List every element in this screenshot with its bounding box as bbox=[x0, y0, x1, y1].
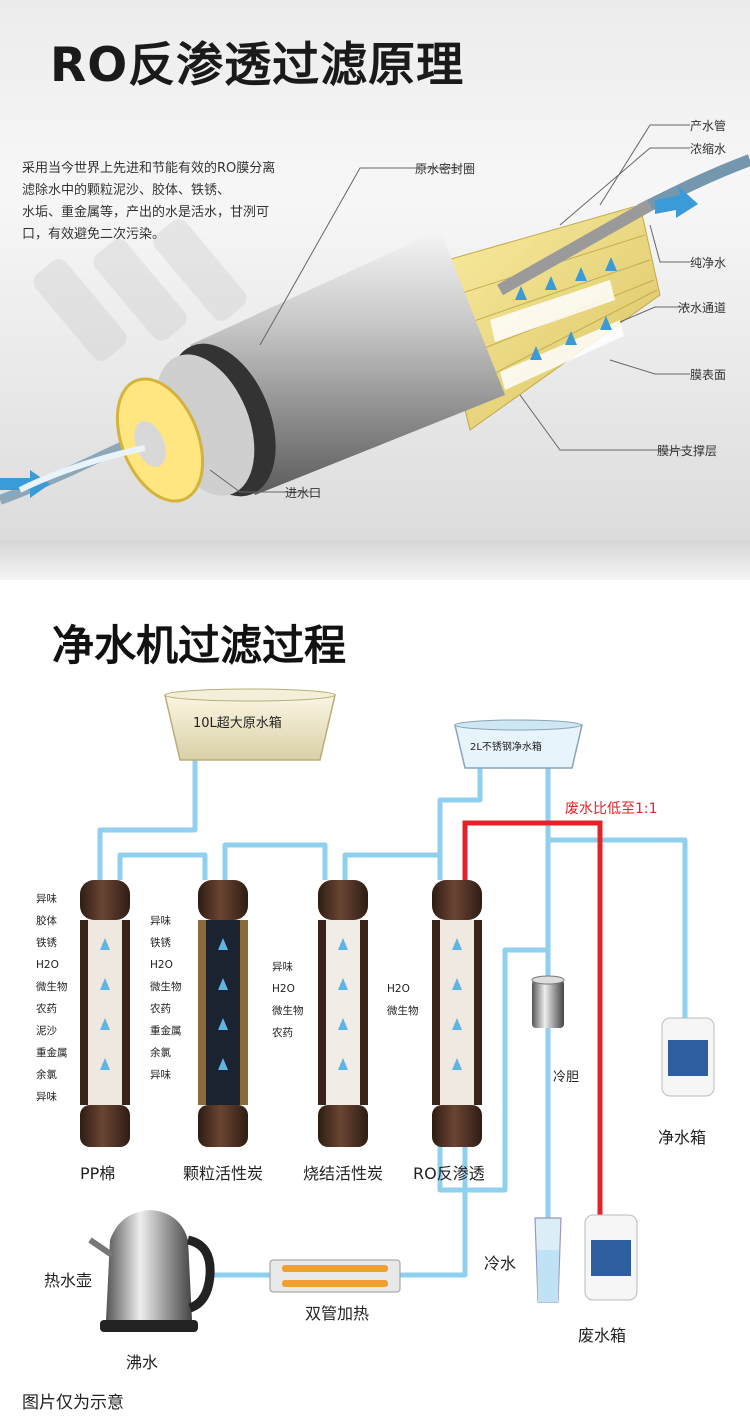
removal-item: 异味 bbox=[36, 1091, 57, 1103]
removal-item: H2O bbox=[150, 959, 173, 971]
description-line: 滤除水中的颗粒泥沙、胶体、铁锈、 bbox=[22, 183, 231, 198]
removal-item: 泥沙 bbox=[36, 1025, 57, 1037]
flow-arrows-icon bbox=[515, 257, 617, 360]
raw-water-tank bbox=[164, 688, 336, 761]
principle-title: RO反渗透过滤原理 bbox=[50, 38, 465, 93]
filter-granular-carbon bbox=[198, 880, 248, 1147]
label-raw-seal: 原水密封圈 bbox=[415, 162, 476, 176]
removal-item: 胶体 bbox=[36, 915, 57, 927]
removal-item: 重金属 bbox=[36, 1047, 68, 1059]
label-membrane-support: 膜片支撑层 bbox=[657, 444, 718, 458]
product-tube bbox=[497, 199, 653, 296]
cold-tank-icon bbox=[531, 975, 565, 1028]
background-filters-decoration bbox=[33, 219, 247, 361]
description-line: 采用当今世界上先进和节能有效的RO膜分离 bbox=[22, 161, 276, 176]
removal-item: 异味 bbox=[36, 893, 57, 905]
filter-name-ro: RO反渗透 bbox=[413, 1164, 485, 1183]
removal-item: 微生物 bbox=[387, 1005, 419, 1017]
waste-ratio-label: 废水比低至1:1 bbox=[565, 801, 658, 817]
cold-tank-label: 冷胆 bbox=[553, 1070, 580, 1085]
process-title: 净水机过滤过程 bbox=[52, 621, 347, 670]
leader-lines bbox=[209, 124, 690, 493]
removal-item: 农药 bbox=[150, 1003, 171, 1015]
kettle-icon bbox=[88, 1210, 215, 1332]
removal-item: 微生物 bbox=[272, 1005, 304, 1017]
filter-name-pp: PP棉 bbox=[80, 1164, 116, 1183]
filter-pp bbox=[80, 880, 130, 1147]
ro-membrane-illustration bbox=[0, 124, 750, 505]
removal-item: 农药 bbox=[272, 1027, 293, 1039]
description-line: 口，有效避免二次污染。 bbox=[22, 227, 166, 242]
filter-ro bbox=[432, 880, 482, 1147]
filtration-process-diagram bbox=[80, 688, 715, 1332]
pp-removal-list: 异味 胶体 铁锈 H2O 微生物 农药 泥沙 重金属 余氯 异味 bbox=[36, 888, 68, 1108]
removal-item: 余氯 bbox=[36, 1069, 57, 1081]
removal-item: 铁锈 bbox=[150, 937, 171, 949]
label-inlet: 进水口 bbox=[285, 486, 322, 500]
removal-item: 铁锈 bbox=[36, 937, 57, 949]
outlet-arrow-icon bbox=[655, 186, 698, 218]
cold-water-label: 冷水 bbox=[484, 1254, 517, 1273]
removal-item: 微生物 bbox=[36, 981, 68, 993]
label-concentrate-channel: 浓水通道 bbox=[678, 301, 727, 315]
pure-water-tank bbox=[454, 719, 583, 769]
outlet-water-stream bbox=[637, 154, 750, 216]
removal-item: 异味 bbox=[272, 961, 293, 973]
filter-name-sintered-carbon: 烧结活性炭 bbox=[303, 1164, 384, 1183]
removal-item: 微生物 bbox=[150, 981, 182, 993]
pure-box-label: 净水箱 bbox=[658, 1128, 707, 1147]
removal-item: H2O bbox=[36, 959, 59, 971]
ro-principle-section: RO反渗透过滤原理 采用当今世界上先进和节能有效的RO膜分离 滤除水中的颗粒泥沙… bbox=[0, 0, 750, 540]
filter-sintered-carbon bbox=[318, 880, 368, 1147]
label-concentrate: 浓缩水 bbox=[690, 142, 727, 156]
waste-box-label: 废水箱 bbox=[578, 1326, 627, 1345]
waste-water-pipe bbox=[462, 820, 603, 1215]
pure-tank-label: 2L不锈钢净水箱 bbox=[470, 742, 542, 753]
boil-label: 沸水 bbox=[126, 1353, 159, 1372]
removal-item: 农药 bbox=[36, 1003, 57, 1015]
raw-tank-label: 10L超大原水箱 bbox=[193, 716, 282, 731]
removal-item: H2O bbox=[387, 983, 410, 995]
inlet-arrow-icon bbox=[0, 470, 50, 498]
kettle-label: 热水壶 bbox=[44, 1271, 93, 1290]
label-pure-water: 纯净水 bbox=[690, 256, 727, 270]
pure-water-jug-icon bbox=[661, 1017, 715, 1097]
granular-carbon-removal-list: 异味 铁锈 H2O 微生物 农药 重金属 余氯 异味 bbox=[150, 910, 182, 1086]
description-line: 水垢、重金属等，产出的水是活水，甘洌可 bbox=[22, 205, 270, 220]
filter-name-granular-carbon: 颗粒活性炭 bbox=[183, 1164, 264, 1183]
removal-item: H2O bbox=[272, 983, 295, 995]
dual-tube-heater-icon bbox=[269, 1259, 401, 1293]
upflow-arrows-icon bbox=[100, 938, 462, 1070]
sintered-carbon-removal-list: 异味 H2O 微生物 农药 bbox=[272, 956, 304, 1044]
removal-item: 余氯 bbox=[150, 1047, 171, 1059]
removal-item: 异味 bbox=[150, 1069, 171, 1081]
removal-item: 异味 bbox=[150, 915, 171, 927]
removal-item: 重金属 bbox=[150, 1025, 182, 1037]
label-product-pipe: 产水管 bbox=[690, 119, 727, 133]
heater-label: 双管加热 bbox=[305, 1304, 370, 1323]
cold-water-glass-icon bbox=[534, 1217, 562, 1303]
ro-removal-list: H2O 微生物 bbox=[387, 978, 419, 1022]
section-divider bbox=[0, 540, 750, 580]
waste-water-jug-icon bbox=[584, 1214, 638, 1301]
principle-description: 采用当今世界上先进和节能有效的RO膜分离 滤除水中的颗粒泥沙、胶体、铁锈、 水垢… bbox=[22, 158, 312, 246]
label-membrane-surface: 膜表面 bbox=[690, 368, 727, 382]
footnote: 图片仅为示意 bbox=[22, 1393, 124, 1413]
